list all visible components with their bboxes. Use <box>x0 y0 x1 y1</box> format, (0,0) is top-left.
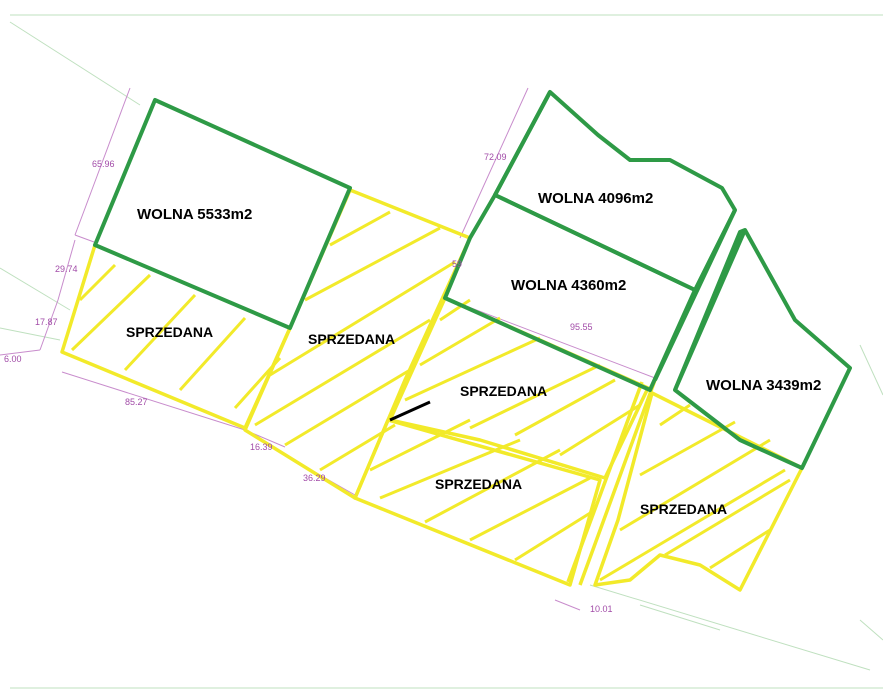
dimension-label: 95.55 <box>570 322 593 332</box>
dimension-label: 10.01 <box>590 604 613 614</box>
plot-label-available-4: WOLNA 3439m2 <box>706 377 821 394</box>
plot-label-sold-2: SPRZEDANA <box>308 331 395 347</box>
dimension-label: 85.27 <box>125 397 148 407</box>
dimension-label: 6.00 <box>4 354 22 364</box>
dimension-label: 36.29 <box>303 473 326 483</box>
background-boundaries <box>0 14 883 689</box>
plot-label-available-1: WOLNA 5533m2 <box>137 206 252 223</box>
plot-label-available-3: WOLNA 4360m2 <box>511 277 626 294</box>
plot-label-sold-4: SPRZEDANA <box>435 476 522 492</box>
dimension-label: 59 <box>452 259 462 269</box>
sold-parcels <box>60 188 804 592</box>
plot-label-sold-3: SPRZEDANA <box>460 383 547 399</box>
sold-hatching <box>70 210 791 582</box>
plot-label-available-2: WOLNA 4096m2 <box>538 190 653 207</box>
dimension-label: 72.09 <box>484 152 507 162</box>
dimension-label: 29.74 <box>55 264 78 274</box>
plot-label-sold-1: SPRZEDANA <box>126 324 213 340</box>
dimension-label: 16.39 <box>250 442 273 452</box>
marker-line <box>389 400 431 422</box>
dimension-label: 17.87 <box>35 317 58 327</box>
available-parcels <box>93 90 852 470</box>
plot-label-sold-5: SPRZEDANA <box>640 501 727 517</box>
dimension-label: 65.96 <box>92 159 115 169</box>
